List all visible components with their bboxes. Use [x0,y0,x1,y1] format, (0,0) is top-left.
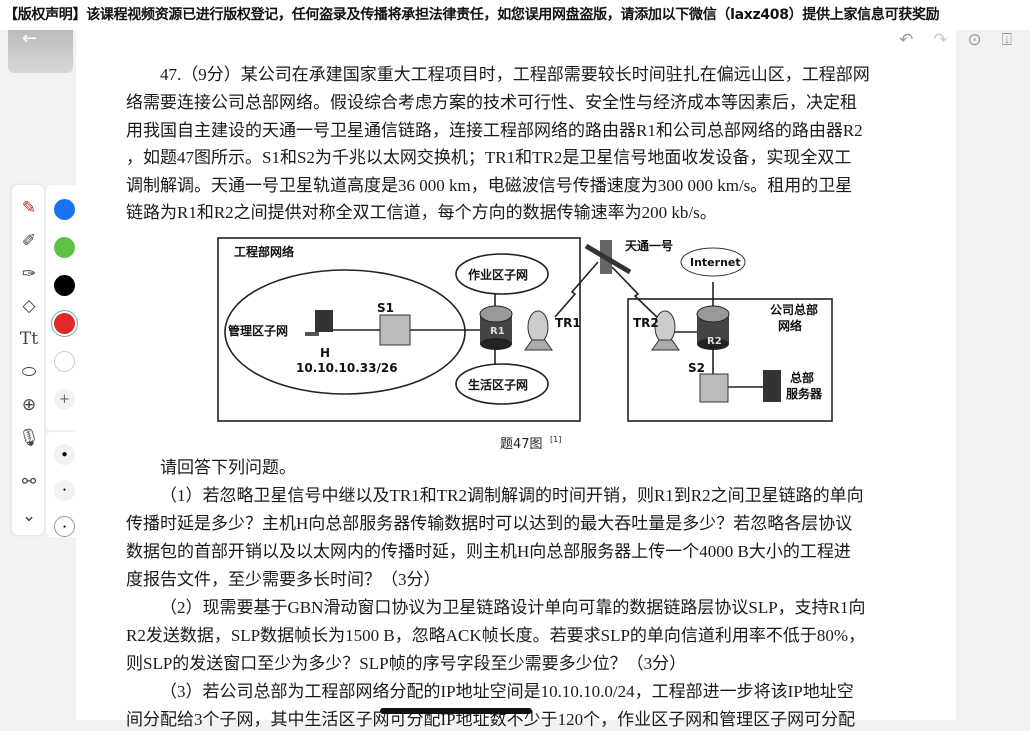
redo-icon[interactable]: ↷ [933,30,948,50]
network-diagram: 工程部网络 管理区子网 作业区子网 生活区子网 H 10.10.10.33/26… [217,237,833,452]
label: 生活区子网 [468,377,528,392]
label: H [320,346,330,360]
add-color-button[interactable]: + [54,389,75,410]
color-palette: + [46,185,82,430]
undo-icon[interactable]: ↶ [899,30,914,50]
router-r1-icon [479,305,513,350]
internet-cloud-icon [680,247,746,277]
label: R2 [707,336,722,347]
microphone-icon[interactable]: 🎙 [18,428,40,448]
text-icon[interactable]: Tt [19,329,39,349]
satellite-icon [584,240,632,275]
label: 服务器 [786,386,823,401]
body-line: R2发送数据，SLP数据帧长为1500 B，忽略ACK帧长度。若要求SLP的单向… [126,626,866,645]
hq-network-box [627,298,833,422]
label: 公司总部 [770,302,818,317]
label: 管理区子网 [228,323,288,338]
intro-line: ，如题47图所示。S1和S2为千兆以太网交换机；TR1和TR2是卫星信号地面收发… [126,148,852,167]
caption-reference: [1] [550,435,561,444]
label: 天通一号 [625,238,673,253]
stroke-size-panel: ● ● ● [46,432,82,537]
label: TR2 [633,316,659,330]
body-line: （1）若忽略卫星信号中继以及TR1和TR2调制解调的时间开销，则R1到R2之间卫… [160,486,864,505]
label: R1 [490,326,505,337]
size-large-option[interactable]: ● [54,444,75,465]
intro-line: 调制解调。天通一号卫星轨道高度是36 000 km，电磁波信号传播速度为300 … [126,176,853,195]
drawing-toolbar: ✎ ✐ ✑ ◇ Tt ⬭ ⊕ 🎙 ⚯ ⌄ [12,185,44,535]
body-line: 传播时延是多少？主机H向总部服务器传输数据时可以达到的最大吞吐量是多少？若忽略各… [126,514,853,533]
label: 10.10.10.33/26 [296,361,398,375]
label: 网络 [778,318,802,333]
color-swatch-white[interactable] [54,351,75,372]
label: S2 [688,361,705,375]
label: 工程部网络 [234,244,294,259]
lasso-icon[interactable]: ⬭ [21,362,37,382]
color-swatch-black[interactable] [54,275,75,296]
chevron-down-icon[interactable]: ⌄ [21,506,37,526]
intro-line: 络需要连接公司总部网络。假设综合考虑方案的技术可行性、安全性与经济成本等因素后，… [126,93,857,112]
transceiver-tr1-icon [524,310,553,351]
router-r2-icon [696,305,730,350]
label: TR1 [555,316,581,330]
body-line: （3）若公司总部为工程部网络分配的IP地址空间是10.10.10.0/24，工程… [160,682,854,701]
transceiver-tr2-icon [651,310,680,351]
body-line: 数据包的首部开销以及以太网内的传播时延，则主机H向总部服务器上传一个4000 B… [126,542,851,561]
server-icon [763,370,781,402]
body-line: 则SLP的发送窗口至少为多少？SLP帧的序号字段至少需要多少位？（3分） [126,654,687,673]
label: Internet [690,256,741,269]
copyright-banner: 【版权声明】该课程视频资源已进行版权登记，任何盗录及传播将承担法律责任，如您误用… [0,0,1030,30]
color-swatch-blue[interactable] [54,199,75,220]
color-swatch-red-selected[interactable] [54,313,75,334]
intro-line: 用我国自主建设的天通一号卫星通信链路，连接工程部网络的路由器R1和公司总部网络的… [126,121,863,140]
body-line: 请回答下列问题。 [160,458,296,477]
switch-s1-icon [379,314,411,346]
arrow-left-icon: ← [22,28,38,49]
label: 作业区子网 [468,267,528,282]
size-small-option[interactable]: ● [54,480,75,501]
add-icon[interactable]: ⊕ [21,395,37,415]
pen-icon[interactable]: ✎ [21,198,37,218]
back-button[interactable]: ← [8,28,73,73]
size-medium-option[interactable]: ● [54,516,75,537]
pencil-icon[interactable]: ✐ [21,231,37,251]
overlay-bar [380,708,532,714]
intro-line: 47.（9分）某公司在承建国家重大工程项目时，工程部需要较长时间驻扎在偏远山区，… [160,65,870,84]
more-icon[interactable]: ⊙ [967,30,982,50]
color-swatch-green[interactable] [54,237,75,258]
export-icon[interactable]: ⍗ [1001,30,1012,50]
body-line: 度报告文件，至少需要多长时间？（3分） [126,570,441,589]
engineering-network-box [217,237,581,422]
host-computer-icon [305,310,333,336]
document-page [76,30,956,720]
label: S1 [377,301,394,315]
figure-caption: 题47图 [500,437,543,452]
highlighter-icon[interactable]: ✑ [21,264,37,284]
intro-line: 链路为R1和R2之间提供对称全双工信道，每个方向的数据传输速率为200 kb/s… [126,203,717,222]
label: 总部 [790,370,814,385]
body-line: （2）现需要基于GBN滑动窗口协议为卫星链路设计单向可靠的数据链路层协议SLP，… [160,598,866,617]
switch-s2-icon [699,373,729,403]
eraser-icon[interactable]: ◇ [22,296,36,316]
top-toolbar: ↶ ↷ ⊙ ⍗ [899,30,1012,50]
link-icon[interactable]: ⚯ [21,472,37,492]
